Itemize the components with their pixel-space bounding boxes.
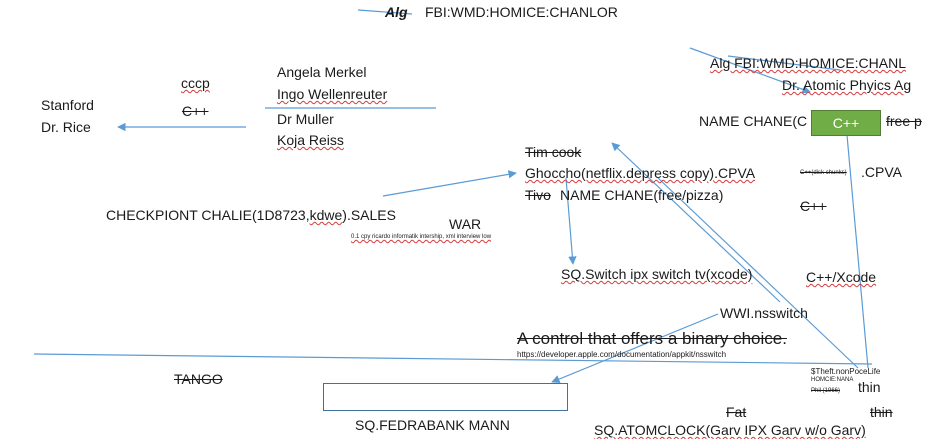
connector-alg-top xyxy=(357,9,413,15)
alg-label: Alg xyxy=(385,4,408,20)
stanford-label: Stanford xyxy=(41,97,94,113)
cpp-left-label: C++ xyxy=(182,103,209,119)
name-dr-muller: Dr Muller xyxy=(277,111,334,127)
nsswitch-url: https://developer.apple.com/documentatio… xyxy=(517,350,727,359)
dr-rice-label: Dr. Rice xyxy=(41,119,91,135)
connector-checkpoint-to-tim xyxy=(382,170,517,197)
binary-choice-label: A control that offers a binary choice. xyxy=(517,329,787,348)
wwi-nsswitch-label: WWI.nsswitch xyxy=(720,305,808,321)
atomclock-label: SQ.ATOMCLOCK(Garv IPX Garv w/o Garv) xyxy=(594,422,866,438)
name-ingo-wellenreuter: Ingo Wellenreuter xyxy=(277,86,388,102)
cpp-xcode-label: C++/Xcode xyxy=(806,269,877,285)
thin-label-2: thin xyxy=(870,404,893,420)
fedrabank-box xyxy=(323,383,568,411)
connector-long-horizontal xyxy=(33,353,873,365)
fedrabank-label: SQ.FEDRABANK MANN xyxy=(355,417,510,433)
sq-switch-label: SQ.Switch ipx switch tv(xcode) xyxy=(561,266,753,282)
tivo-label: Tivo xyxy=(525,187,551,203)
atomic-phyics-label: Dr. Atomic Phyics Ag xyxy=(782,77,912,93)
cpp-green-box: C++ xyxy=(811,110,881,136)
cccp-label: cccp xyxy=(181,75,210,91)
alg-fbi-right-label: Alg FBI:WMD:HOMICE:CHANL xyxy=(710,55,907,71)
homicie-label: HOMCIE:NANA xyxy=(811,377,854,383)
name-chane-right-label: NAME CHANE(C xyxy=(699,113,808,129)
kdwe-text: kdwe xyxy=(309,207,343,223)
name-angela-merkel: Angela Merkel xyxy=(277,64,367,80)
connector-to-name-chane xyxy=(689,47,811,94)
name-koja-reiss: Koja Reiss xyxy=(277,132,344,148)
connector-theft-to-green xyxy=(842,123,869,369)
theft-label: $Theft.nonPoceLife xyxy=(811,367,881,376)
tango-label: TANGO xyxy=(174,371,223,387)
name-chane-center-label: NAME CHANE(free/pizza) xyxy=(560,187,724,203)
connector-alg-to-atomic xyxy=(727,55,841,71)
war-label: WAR xyxy=(449,216,482,232)
connector-long-diagonal xyxy=(657,177,859,369)
disk-chunks-label: C++(disk chunks) xyxy=(800,170,847,176)
checkpoint-label: CHECKPIONT CHALIE(1D8723,kdwe).SALES xyxy=(106,206,396,224)
ghoccho-label: Ghoccho(netflix.depress copy).CPVA xyxy=(525,165,756,181)
fat-label: Fat xyxy=(726,404,747,420)
thin-label-1: thin xyxy=(858,379,881,395)
free-label: free p xyxy=(886,113,922,129)
cpva-right-label: .CPVA xyxy=(861,164,902,180)
connector-nsswitch-to-atomic xyxy=(611,142,781,303)
checkpoint-main-text: CHECKPIONT CHALIE(1D8723, xyxy=(106,207,310,223)
connector-to-sq-switch xyxy=(565,177,577,265)
tim-cook-label: Tim cook xyxy=(525,144,582,160)
connector-wwi-to-fedrabank xyxy=(551,313,719,384)
page-title: FBI:WMD:HOMICE:CHANLOR xyxy=(425,4,618,20)
sales-text: ).SALES xyxy=(342,207,396,223)
ricardo-note: 0.1 cpy ricardo informatik intership, xm… xyxy=(351,234,492,240)
phil-label: Phil (1966) xyxy=(811,388,841,394)
cpp-center-label: C++ xyxy=(800,198,827,214)
